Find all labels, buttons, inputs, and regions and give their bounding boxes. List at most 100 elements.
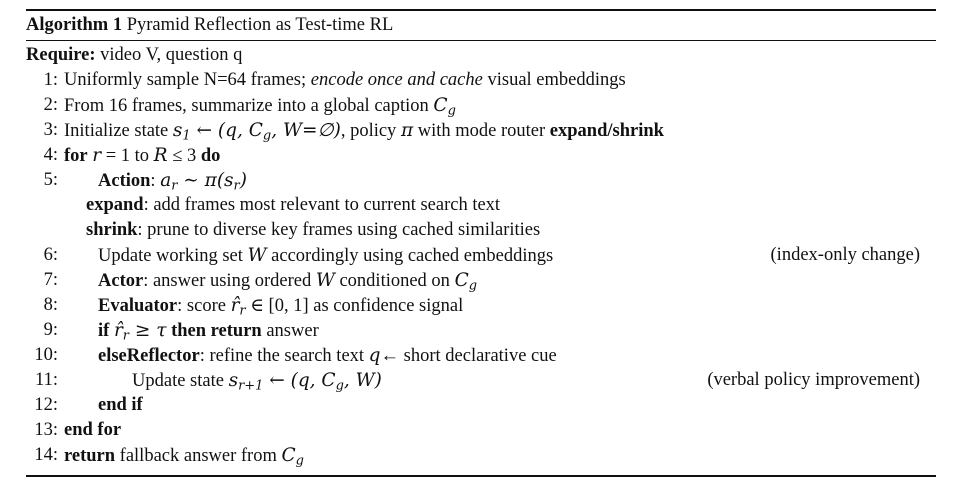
- algorithm-header: Algorithm 1 Pyramid Reflection as Test-t…: [26, 12, 393, 38]
- line-text: expand: add frames most relevant to curr…: [86, 193, 500, 218]
- text-run: Actor: [98, 271, 144, 291]
- math-symbol: R: [153, 145, 168, 166]
- algorithm-title: Pyramid Reflection as Test-time RL: [126, 15, 394, 35]
- algo-line-l11: 11:Update state sr+1 ← (q, Cg, W)(verbal…: [0, 368, 962, 393]
- line-text: Update working set W accordingly using c…: [98, 243, 553, 269]
- math-subscript: g: [468, 278, 478, 294]
- algo-line-l2: 2: From 16 frames, summarize into a globa…: [0, 93, 962, 118]
- math-subscript: r: [233, 178, 240, 194]
- text-run: expand/shrink: [549, 121, 664, 141]
- text-run: From 16 frames, summarize into a global …: [64, 96, 434, 116]
- text-run: : answer using ordered: [143, 271, 316, 291]
- line-text: if r̂r ≥ τ then return answer: [98, 318, 319, 344]
- line-number: 3:: [43, 120, 58, 140]
- line-text: end for: [64, 418, 121, 443]
- text-run: as confidence signal: [308, 296, 464, 316]
- line-number: 6:: [43, 245, 58, 265]
- math-symbol: r̂: [230, 295, 240, 316]
- text-run: ≤ 3: [167, 146, 201, 166]
- algo-line-l14: 14: return fallback answer from Cg: [0, 443, 962, 468]
- math-symbol: s: [172, 120, 183, 141]
- line-text: Update state sr+1 ← (q, Cg, W): [132, 368, 382, 394]
- math-subscript: g: [262, 128, 272, 144]
- line-text: Actor: answer using ordered W conditione…: [98, 268, 477, 294]
- text-run: shrink: [86, 220, 138, 240]
- line-number: 14:: [34, 445, 58, 465]
- text-run: Action: [98, 171, 151, 191]
- text-run: = 1 to: [101, 146, 154, 166]
- line-number: 5:: [43, 170, 58, 190]
- line-text: Evaluator: score r̂r ∈ [0, 1] as confide…: [98, 293, 463, 319]
- text-run: answer: [261, 321, 319, 341]
- text-run: : add frames most relevant to current se…: [143, 195, 501, 215]
- text-run: ∈ [0, 1]: [245, 296, 309, 316]
- text-run: Uniformly sample N=64 frames;: [64, 70, 311, 90]
- line-number: 8:: [43, 295, 58, 315]
- math-symbol: s: [228, 370, 239, 391]
- math-symbol: ): [239, 170, 247, 191]
- text-run: with mode router: [413, 121, 550, 141]
- text-run: for: [64, 146, 88, 166]
- text-run: visual embeddings: [482, 70, 626, 90]
- require-keyword: Require:: [26, 45, 96, 65]
- math-symbol: C: [281, 445, 296, 466]
- text-run: :: [150, 171, 161, 191]
- math-symbol: a: [160, 170, 172, 191]
- text-run: end for: [64, 420, 122, 440]
- math-subscript: g: [295, 453, 304, 469]
- line-number: 2:: [43, 95, 58, 115]
- text-run: Evaluator: [98, 296, 178, 316]
- line-text: Uniformly sample N=64 frames; encode onc…: [64, 68, 626, 93]
- text-run: , policy: [340, 121, 401, 141]
- math-symbol: , W): [343, 370, 382, 391]
- require-line: Require: video V, question q: [0, 43, 962, 68]
- line-text: elseReflector: refine the search text q←…: [98, 343, 557, 369]
- line-text: end if: [98, 393, 143, 418]
- bottom-rule: [26, 475, 936, 477]
- line-number: 1:: [43, 70, 58, 90]
- algo-line-l3: 3: Initialize state s1 ← (q, Cg, W=∅), po…: [0, 118, 962, 143]
- text-run: return: [64, 446, 116, 466]
- line-number: 12:: [34, 395, 58, 415]
- algo-line-l12: 12: end if: [0, 393, 962, 418]
- text-run: if: [98, 321, 110, 341]
- text-run: Initialize state: [64, 121, 173, 141]
- line-number: 10:: [34, 345, 58, 365]
- math-subscript: g: [335, 378, 344, 394]
- math-symbol: r̂: [113, 320, 123, 341]
- text-run: Update state: [132, 371, 229, 391]
- top-rule: [26, 9, 936, 11]
- text-run: : prune to diverse key frames using cach…: [137, 220, 541, 240]
- text-run: : refine the search text: [199, 346, 369, 366]
- line-number: 9:: [43, 320, 58, 340]
- algo-line-l5a: expand: add frames most relevant to curr…: [0, 193, 962, 218]
- text-run: : score: [177, 296, 231, 316]
- algorithm-label: Algorithm 1: [26, 15, 123, 35]
- line-number: 11:: [35, 370, 58, 390]
- math-subscript: r+1: [238, 378, 264, 394]
- math-symbol: ← (q, C: [190, 120, 263, 141]
- line-number: 7:: [43, 270, 58, 290]
- algo-line-l5b: shrink: prune to diverse key frames usin…: [0, 218, 962, 243]
- math-subscript: r: [171, 178, 178, 194]
- math-subscript: 1: [182, 128, 191, 144]
- algo-line-l8: 8: Evaluator: score r̂r ∈ [0, 1] as confi…: [0, 293, 962, 318]
- math-symbol: π: [400, 120, 414, 141]
- line-text: for r = 1 to R ≤ 3 do: [64, 143, 220, 169]
- text-run: conditioned on: [334, 271, 455, 291]
- math-symbol: C: [454, 270, 469, 291]
- math-symbol: W: [247, 245, 267, 266]
- text-run: end if: [98, 395, 143, 415]
- text-run: fallback answer from: [115, 446, 282, 466]
- algo-line-l1: 1: Uniformly sample N=64 frames; encode o…: [0, 68, 962, 93]
- algo-line-l6: 6: Update working set W accordingly using…: [0, 243, 962, 268]
- line-text: Action: ar ∼ π(sr): [98, 168, 247, 194]
- line-text: shrink: prune to diverse key frames usin…: [86, 218, 540, 243]
- math-symbol: , W=∅): [271, 120, 341, 141]
- math-symbol: ≥ τ: [128, 320, 167, 341]
- line-text: From 16 frames, summarize into a global …: [64, 93, 456, 119]
- line-number: 13:: [34, 420, 58, 440]
- text-run: do: [200, 146, 221, 166]
- math-subscript: g: [447, 103, 456, 119]
- algo-line-l4: 4:for r = 1 to R ≤ 3 do: [0, 143, 962, 168]
